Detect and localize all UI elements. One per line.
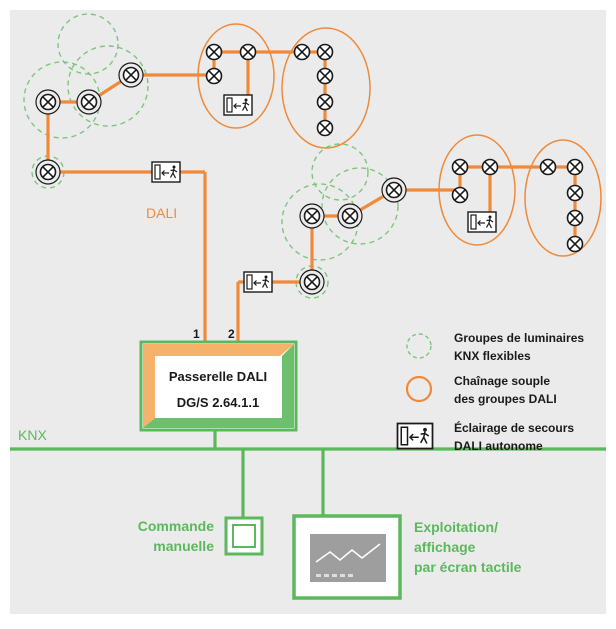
manual-control-icon: [224, 516, 264, 556]
legend-group-line1: Groupes de luminaires: [454, 331, 584, 345]
legend-emergency-line2: DALI autonome: [454, 439, 543, 453]
legend-emergency-line1: Éclairage de secours: [454, 420, 574, 435]
background-panel: [10, 10, 606, 614]
dali-label: DALI: [146, 205, 177, 221]
legend: Groupes de luminaires KNX flexibles Chaî…: [396, 331, 584, 453]
luminaire-x-icon: [35, 43, 584, 295]
manual-label-line2: manuelle: [153, 538, 214, 554]
touch-label-line1: Exploitation/: [414, 519, 498, 535]
touch-panel-icon: [292, 514, 402, 600]
gateway-title: Passerelle DALI: [169, 369, 267, 384]
legend-chain-line2: des groupes DALI: [454, 392, 557, 406]
dali-gateway: Passerelle DALI DG/S 2.64.1.1: [139, 340, 298, 432]
manual-label-line1: Commande: [138, 518, 214, 534]
port-1-label: 1: [193, 327, 200, 341]
knx-label: KNX: [18, 427, 47, 443]
legend-group-line2: KNX flexibles: [454, 349, 531, 363]
port-2-label: 2: [228, 327, 235, 341]
legend-chain-swatch: [405, 375, 433, 403]
legend-emergency-icon: [396, 422, 434, 450]
legend-group-swatch: [406, 333, 432, 359]
touch-label-line2: affichage: [414, 539, 476, 555]
gateway-model: DG/S 2.64.1.1: [177, 395, 259, 410]
legend-chain-line1: Chaînage souple: [454, 374, 550, 388]
touch-label-line3: par écran tactile: [414, 559, 522, 575]
